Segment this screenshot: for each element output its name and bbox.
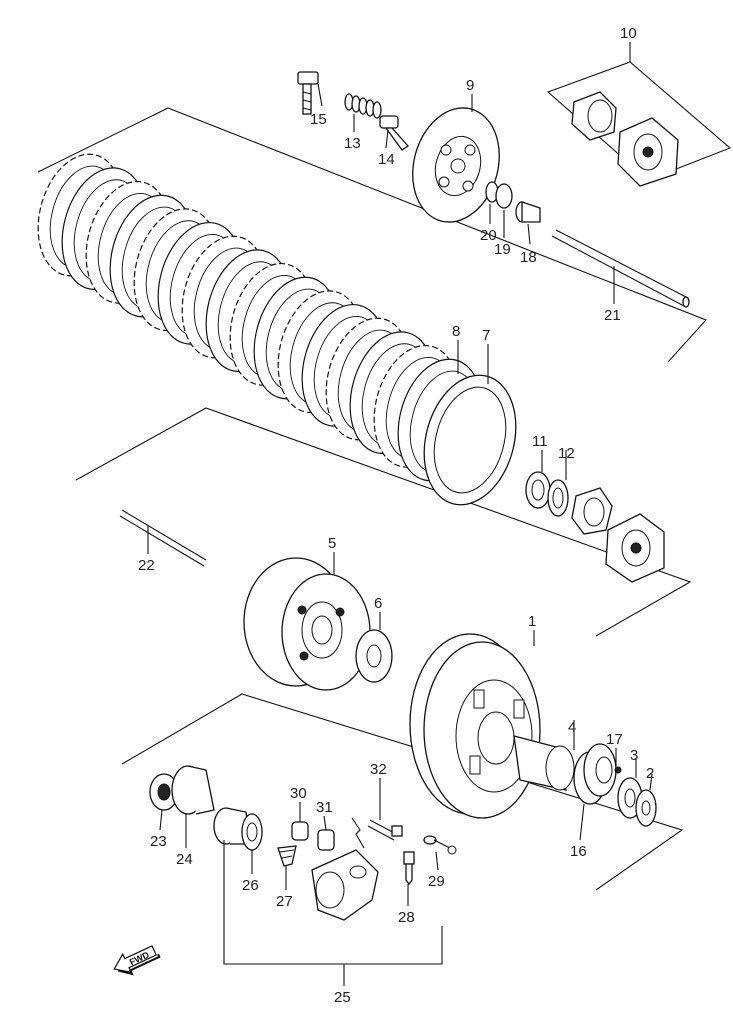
label-part-24: 24 — [176, 851, 193, 868]
label-part-12: 12 — [558, 445, 575, 462]
spring-part-27 — [277, 845, 297, 867]
label-part-14: 14 — [378, 151, 395, 168]
washer-part-6 — [355, 629, 393, 683]
label-part-13: 13 — [344, 135, 361, 152]
label-part-6: 6 — [374, 595, 382, 612]
ball-part-17 — [614, 766, 622, 774]
label-part-31: 31 — [316, 799, 333, 816]
label-part-23: 23 — [150, 833, 167, 850]
label-part-19: 19 — [494, 241, 511, 258]
primary-gear-part-5 — [243, 557, 371, 691]
piston-part-30 — [291, 821, 309, 841]
label-part-8: 8 — [452, 323, 460, 340]
bleeder-part-28 — [403, 851, 415, 886]
pressure-plate-part-9 — [412, 107, 500, 223]
label-part-15: 15 — [310, 111, 327, 128]
label-part-10: 10 — [620, 25, 637, 42]
push-rod-part-21 — [551, 229, 690, 308]
label-part-28: 28 — [398, 909, 415, 926]
nut-part-19 — [495, 183, 513, 209]
nut-part-11 — [525, 471, 551, 509]
bolt-part-15 — [297, 71, 319, 115]
label-part-3: 3 — [630, 747, 638, 764]
washer-part-2 — [635, 789, 657, 827]
label-part-16: 16 — [570, 843, 587, 860]
sleeve-part-4 — [513, 735, 575, 791]
piston-part-31 — [317, 829, 335, 851]
panel-part-10 — [546, 61, 732, 181]
rod-part-22 — [119, 509, 207, 567]
slave-cylinder-part-25 — [311, 849, 379, 921]
label-part-17: 17 — [606, 731, 623, 748]
label-part-9: 9 — [466, 77, 474, 94]
washer-part-12 — [547, 479, 569, 517]
label-part-29: 29 — [428, 873, 445, 890]
label-part-7: 7 — [482, 327, 490, 344]
label-part-20: 20 — [480, 227, 497, 244]
label-part-18: 18 — [520, 249, 537, 266]
label-part-5: 5 — [328, 535, 336, 552]
clutch-housing-part-1 — [409, 633, 541, 819]
label-part-4: 4 — [568, 719, 576, 736]
label-part-32: 32 — [370, 761, 387, 778]
hub-piece — [605, 513, 665, 583]
seal-part-26 — [241, 813, 263, 851]
label-part-25: 25 — [334, 989, 351, 1006]
piece-part-18 — [515, 201, 541, 223]
leader-lines — [147, 42, 653, 986]
bearing-piece — [571, 487, 613, 535]
retainer-part-14 — [379, 115, 409, 151]
bolt-part-32 — [367, 819, 403, 841]
label-part-27: 27 — [276, 893, 293, 910]
bracket-part-25 — [223, 840, 443, 965]
label-part-2: 2 — [646, 765, 654, 782]
gear-part-16 — [573, 743, 617, 805]
part-number-labels: 10 9 15 13 14 20 19 18 21 8 7 11 12 22 5… — [138, 25, 654, 1006]
label-part-11: 11 — [532, 433, 548, 450]
label-part-1: 1 — [528, 613, 536, 630]
label-part-30: 30 — [290, 785, 307, 802]
label-part-26: 26 — [242, 877, 259, 894]
fwd-arrow-icon: FWD — [113, 945, 161, 976]
cap-part-23 — [149, 773, 179, 811]
label-part-22: 22 — [138, 557, 155, 574]
cap-part-29 — [423, 835, 457, 855]
cup-part-24 — [171, 765, 215, 815]
label-part-21: 21 — [604, 307, 621, 324]
release-assembly-part-10 — [571, 91, 679, 187]
spring-ring-part-7 — [423, 374, 517, 506]
spring-part-13 — [344, 93, 382, 119]
